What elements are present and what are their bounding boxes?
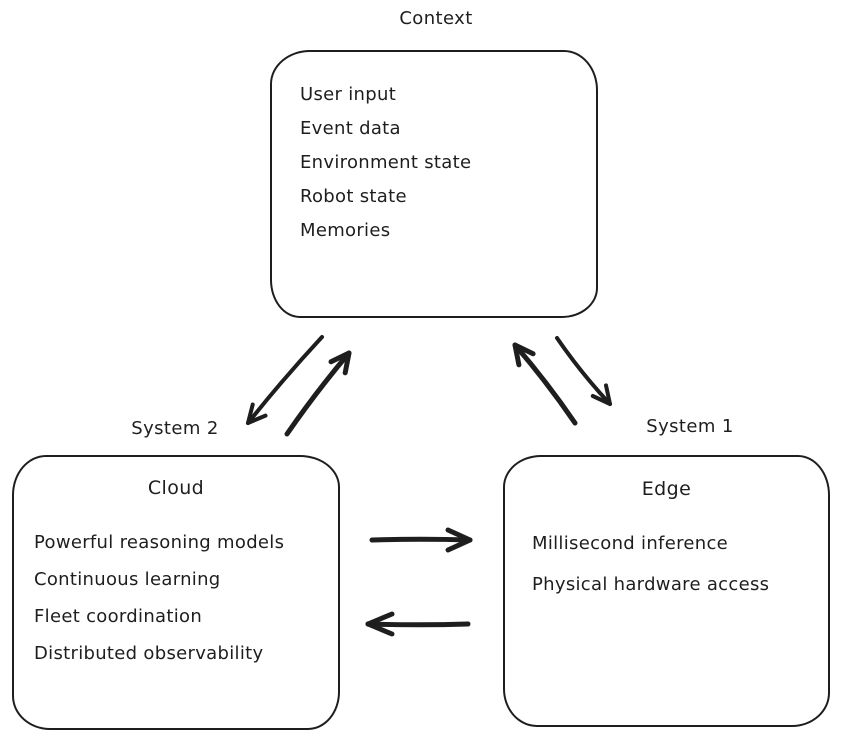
arrow-edge-to-cloud bbox=[365, 611, 471, 637]
cloud-item: Distributed observability bbox=[34, 643, 264, 664]
context-item: User input bbox=[300, 84, 397, 105]
cloud-box-title: Cloud bbox=[147, 477, 205, 499]
context-item: Environment state bbox=[300, 152, 472, 173]
context-item: Robot state bbox=[300, 186, 407, 207]
context-box: User input Event data Environment state … bbox=[270, 50, 598, 318]
cloud-item: Continuous learning bbox=[34, 569, 221, 590]
arrow-system1-to-context bbox=[512, 342, 578, 426]
arrow-system2-to-context bbox=[284, 350, 352, 437]
context-node-label: Context bbox=[399, 8, 473, 29]
cloud-box: Cloud Powerful reasoning models Continuo… bbox=[12, 455, 340, 730]
arrow-context-to-system1 bbox=[555, 336, 612, 406]
cloud-item: Powerful reasoning models bbox=[34, 532, 285, 553]
context-item: Memories bbox=[300, 220, 391, 241]
cloud-item-list: Powerful reasoning models Continuous lea… bbox=[14, 524, 338, 672]
system2-node-label: System 2 bbox=[131, 418, 219, 439]
edge-item-list: Millisecond inference Physical hardware … bbox=[505, 523, 828, 605]
cloud-item: Fleet coordination bbox=[34, 606, 203, 627]
arrow-context-to-system2 bbox=[246, 335, 324, 425]
context-item-list: User input Event data Environment state … bbox=[300, 78, 596, 248]
edge-box: Edge Millisecond inference Physical hard… bbox=[503, 455, 830, 727]
arrow-cloud-to-edge bbox=[369, 527, 473, 553]
context-item: Event data bbox=[300, 118, 401, 139]
edge-box-title: Edge bbox=[641, 478, 692, 500]
edge-item: Physical hardware access bbox=[532, 574, 770, 595]
edge-item: Millisecond inference bbox=[532, 533, 729, 554]
system1-node-label: System 1 bbox=[646, 416, 734, 437]
